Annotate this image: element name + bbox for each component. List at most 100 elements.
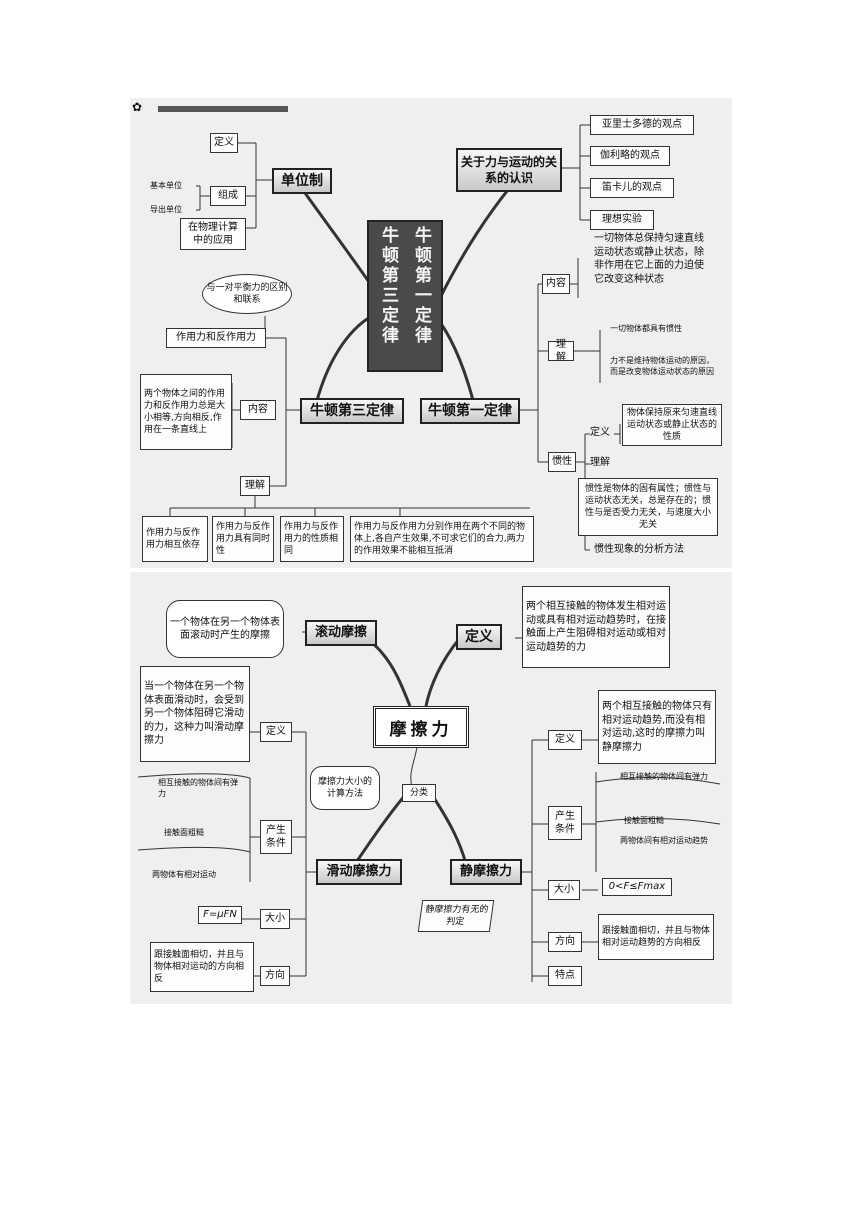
force-motion-item-text: 理想实验 xyxy=(602,214,642,226)
balance-note-text: 与一对平衡力的区别和联系 xyxy=(206,282,288,305)
friction-definition: 两个相互接触的物体发生相对运动或具有相对运动趋势时，在接触面上产生阻碍相对运动或… xyxy=(522,586,670,668)
sliding-cond-1: 相互接触的物体间有弹力 xyxy=(158,778,238,798)
static-dir-text-span: 跟接触面相切，并且与物体相对运动趋势的方向相反 xyxy=(602,925,711,948)
force-motion-title: 关于力与运动的关系的认识 xyxy=(456,148,562,192)
sliding-cond-2: 接触面粗糙 xyxy=(164,828,204,837)
rolling-friction-title: 滚动摩擦 xyxy=(305,620,377,646)
friction-title: 摩擦力 xyxy=(373,706,469,748)
third-understand-1: 作用力与反作用力相互依存 xyxy=(142,516,208,562)
first-content-text: 一切物体总保持匀速直线运动状态或静止状态，除非作用在它上面的力迫使它改变这种状态 xyxy=(594,233,704,285)
static-size-label: 大小 xyxy=(548,880,580,900)
sliding-size-label: 大小 xyxy=(260,909,290,929)
classify-label-text: 分类 xyxy=(409,787,428,798)
inertia-label: 惯性 xyxy=(548,452,576,472)
units-definition-text: 定义 xyxy=(214,137,234,149)
first-understand-1: 一切物体都具有惯性 xyxy=(610,324,682,333)
friction-title-text: 摩擦力 xyxy=(389,719,453,740)
static-cond-label: 产生条件 xyxy=(548,806,582,840)
sliding-formula: F=μFN xyxy=(198,906,242,924)
static-friction-title-text: 静摩擦力 xyxy=(459,864,512,880)
first-law-vertical-title: 牛顿第一定律 xyxy=(411,226,431,346)
sliding-def-text-span: 当一个物体在另一个物体表面滑动时，会受到另一个物体阻碍它滑动的力，这种力叫滑动摩… xyxy=(144,681,244,747)
third-law-title-text: 牛顿第三定律 xyxy=(310,402,394,419)
third-understand-2: 作用力与反作用力具有同时性 xyxy=(212,516,274,562)
sliding-friction-title: 滑动摩擦力 xyxy=(316,859,402,885)
sliding-def-text: 当一个物体在另一个物体表面滑动时，会受到另一个物体阻碍它滑动的力，这种力叫滑动摩… xyxy=(140,666,250,762)
force-motion-item-text: 笛卡儿的观点 xyxy=(602,182,662,194)
sliding-cond-label-text: 产生条件 xyxy=(266,824,286,850)
sliding-cond-3: 两物体有相对运动 xyxy=(152,870,216,879)
first-content-label-text: 内容 xyxy=(546,278,566,290)
force-motion-item-2: 伽利略的观点 xyxy=(590,146,670,166)
first-law-title: 牛顿第一定律 xyxy=(420,398,520,424)
third-content-label-text: 内容 xyxy=(248,404,268,416)
friction-definition-label-text: 定义 xyxy=(465,628,493,645)
friction-definition-text: 两个相互接触的物体发生相对运动或具有相对运动趋势时，在接触面上产生阻碍相对运动或… xyxy=(526,601,666,653)
inertia-def-label: 定义 xyxy=(590,427,610,438)
static-def-label: 定义 xyxy=(548,730,582,750)
units-composition-text: 组成 xyxy=(218,190,238,202)
third-understand-label: 理解 xyxy=(240,476,270,496)
units-title-text: 单位制 xyxy=(281,172,323,189)
header-strip: ✿ xyxy=(130,98,732,116)
sliding-size-label-text: 大小 xyxy=(265,913,285,925)
inertia-analysis: 惯性现象的分析方法 xyxy=(594,544,684,555)
inertia-def-text: 物体保持原来匀速直线运动状态或静止状态的性质 xyxy=(626,407,717,443)
calc-note-text: 摩擦力大小的计算方法 xyxy=(317,776,372,799)
calc-note: 摩擦力大小的计算方法 xyxy=(310,766,380,810)
sliding-dir-text: 跟接触面相切，并且与物体相对运动的方向相反 xyxy=(150,942,254,992)
static-feature-label: 特点 xyxy=(548,966,582,986)
third-law-vertical-title: 牛顿第三定律 xyxy=(378,226,398,346)
force-motion-item-text: 亚里士多德的观点 xyxy=(602,119,682,131)
third-understand-text: 作用力与反作用力的性质相同 xyxy=(284,521,339,557)
third-content-text: 两个物体之间的作用力和反作用力总是大小相等,方向相反,作用在一条直线上 xyxy=(140,374,232,450)
third-understand-4: 作用力与反作用力分别作用在两个不同的物体上,各自产生效果,不可求它们的合力,两力… xyxy=(350,516,534,562)
rolling-friction-text-span: 一个物体在另一个物体表面滚动时产生的摩擦 xyxy=(170,616,280,642)
units-definition: 定义 xyxy=(210,133,238,153)
base-unit-label: 基本单位 xyxy=(150,181,182,190)
rolling-friction-title-text: 滚动摩擦 xyxy=(314,625,367,641)
inertia-understand: 惯性是物体的固有属性；惯性与运动状态无关，总是存在的；惯性与是否受力无关，与速度… xyxy=(578,478,718,536)
rolling-friction-text: 一个物体在另一个物体表面滚动时产生的摩擦 xyxy=(166,600,284,658)
third-understand-3: 作用力与反作用力的性质相同 xyxy=(280,516,344,562)
static-def-label-text: 定义 xyxy=(555,734,575,746)
static-dir-label-text: 方向 xyxy=(555,936,575,948)
static-friction-title: 静摩擦力 xyxy=(450,859,522,885)
sliding-def-label: 定义 xyxy=(260,722,292,742)
static-formula-text: 0<F≤Fmax xyxy=(608,881,666,893)
header-bar xyxy=(158,106,288,112)
static-judge-note-text: 静摩擦力有无的判定 xyxy=(424,904,490,927)
third-understand-text: 作用力与反作用力分别作用在两个不同的物体上,各自产生效果,不可求它们的合力,两力… xyxy=(354,521,526,557)
force-motion-item-text: 伽利略的观点 xyxy=(600,150,660,162)
inertia-understand-text: 惯性是物体的固有属性；惯性与运动状态无关，总是存在的；惯性与是否受力无关，与速度… xyxy=(584,483,711,531)
static-cond-3: 两物体间有相对运动趋势 xyxy=(620,836,708,845)
static-formula: 0<F≤Fmax xyxy=(602,878,672,896)
balance-note: 与一对平衡力的区别和联系 xyxy=(202,274,292,314)
static-cond-1: 相互接触的物体间有弹力 xyxy=(620,772,708,781)
force-motion-title-text: 关于力与运动的关系的认识 xyxy=(461,154,558,185)
static-dir-text: 跟接触面相切，并且与物体相对运动趋势的方向相反 xyxy=(598,914,714,960)
units-composition: 组成 xyxy=(210,186,246,206)
static-feature-label-text: 特点 xyxy=(555,970,575,982)
force-motion-item-1: 亚里士多德的观点 xyxy=(590,115,694,135)
newton-laws-mindmap: ✿ xyxy=(130,98,732,568)
sliding-dir-text-span: 跟接触面相切，并且与物体相对运动的方向相反 xyxy=(154,949,245,985)
inertia-understand-label: 理解 xyxy=(590,457,610,468)
static-def-text-span: 两个相互接触的物体只有相对运动趋势,而没有相对运动,这时的摩擦力叫静摩擦力 xyxy=(602,701,712,753)
friction-definition-label: 定义 xyxy=(456,624,502,650)
units-application: 在物理计算中的应用 xyxy=(180,218,246,250)
first-law-title-text: 牛顿第一定律 xyxy=(428,402,512,419)
third-content-text-span: 两个物体之间的作用力和反作用力总是大小相等,方向相反,作用在一条直线上 xyxy=(144,388,226,436)
static-cond-2: 接触面粗糙 xyxy=(624,816,664,825)
first-understand-2: 力不是维持物体运动的原因，而是改变物体运动状态的原因 xyxy=(610,356,714,376)
force-motion-item-4: 理想实验 xyxy=(590,210,654,230)
sliding-dir-label-text: 方向 xyxy=(265,970,285,982)
units-title: 单位制 xyxy=(272,168,332,194)
static-dir-label: 方向 xyxy=(548,932,582,952)
third-understand-text: 作用力与反作用力相互依存 xyxy=(146,527,201,550)
action-reaction-text: 作用力和反作用力 xyxy=(176,332,256,344)
flower-icon: ✿ xyxy=(132,100,143,114)
sliding-def-label-text: 定义 xyxy=(266,726,286,738)
inertia-def: 物体保持原来匀速直线运动状态或静止状态的性质 xyxy=(622,404,722,446)
third-understand-text: 作用力与反作用力具有同时性 xyxy=(216,521,271,557)
